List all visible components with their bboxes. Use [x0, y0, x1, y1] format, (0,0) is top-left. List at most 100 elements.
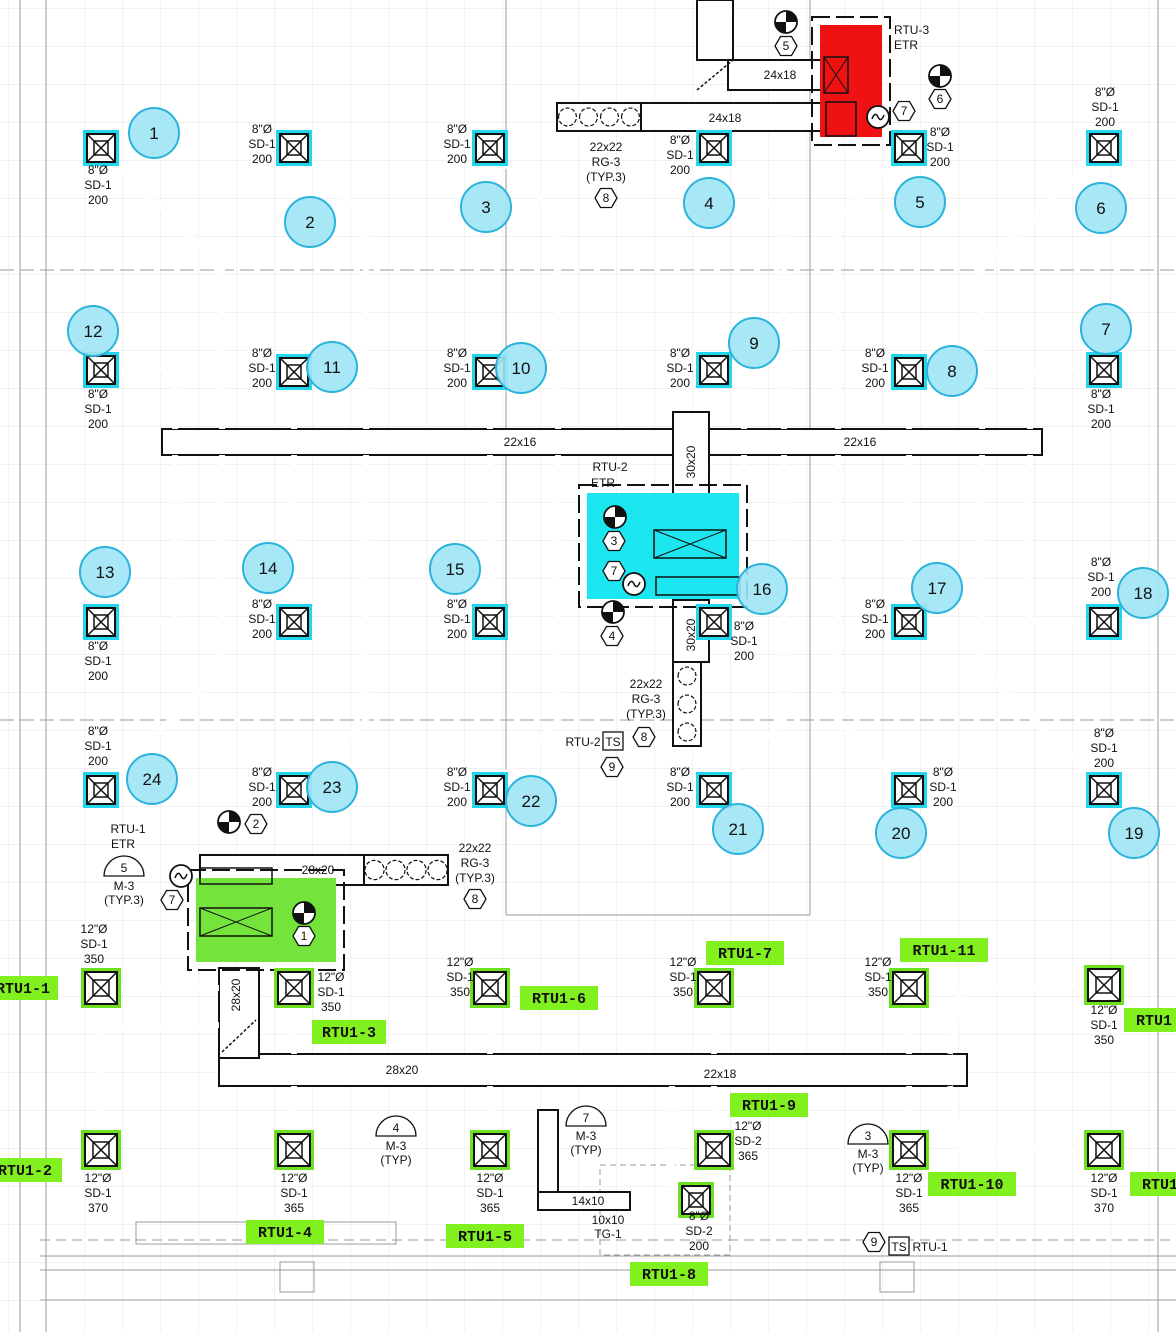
sd12-tag-3-line2: SD-1 [317, 985, 345, 999]
supply-diffuser-10-core [706, 362, 722, 378]
sd12-tag-7-line1: 12"Ø [670, 955, 697, 969]
flex-zone-1-inner [98, 145, 225, 429]
supply-diffuser-13-x [86, 607, 116, 637]
sd-tag-13-line1: 8"Ø [88, 639, 108, 653]
zone-circle-label-14: 14 [259, 559, 278, 578]
hex-tag-grille-1-label: 8 [603, 191, 610, 205]
flex-zone-4-inner [711, 145, 787, 429]
access-target-q2 [604, 517, 615, 528]
hex-tag-10 [600, 756, 624, 778]
zone-circle-label-19: 19 [1125, 824, 1144, 843]
sd-tag-1-line3: 200 [88, 193, 108, 207]
sd-tag-8-line1: 8"Ø [252, 346, 272, 360]
grille-swirl [557, 107, 578, 127]
rtu1-diffuser-sd2-core [688, 1192, 704, 1208]
zone-circle-17 [911, 562, 963, 614]
section-ref-1 [103, 855, 145, 877]
rtu1-diffuser-2-x [84, 1133, 118, 1167]
rtu1-label-12: RTU1 [1136, 1013, 1172, 1030]
supply-diffuser-11-core [901, 364, 917, 380]
access-target-q2 [929, 76, 940, 87]
rtu1-label-bg-13 [1130, 1172, 1176, 1196]
rtu1-diffuser-5-core [481, 1141, 499, 1159]
hex-tag-1-label: 5 [783, 39, 790, 53]
sd-tag-6-line2: SD-1 [1091, 100, 1119, 114]
flex-zone-20-inner [835, 455, 912, 793]
sd-tag-16-line1: 8"Ø [734, 619, 754, 633]
sd12-tag-6-line1: 12"Ø [447, 955, 474, 969]
rtu1-label-bg-7 [706, 941, 784, 965]
grille-note-3-line1: 22x22 [459, 841, 492, 855]
zone-circle-label-10: 10 [512, 359, 531, 378]
hex-tag-3 [892, 100, 916, 122]
sd-tag-11-line3: 200 [865, 376, 885, 390]
supply-diffuser-13-core [93, 614, 109, 630]
sd-tag-8-line2: SD-1 [248, 361, 276, 375]
section-ref-num-3: 7 [583, 1111, 590, 1125]
rtu1-diffuser-2-core [92, 1141, 110, 1159]
rtu1-diffuser-1-x [84, 971, 118, 1005]
rtu1-diffuser-8-core [705, 1141, 723, 1159]
sd12-tag-1-line1: 12"Ø [81, 922, 108, 936]
supply-diffuser-17-x [894, 607, 924, 637]
access-target-q1 [613, 601, 624, 612]
sd12-tag-5-line3: 365 [480, 1201, 500, 1215]
sd-tag-21-line2: SD-1 [443, 780, 471, 794]
sd12-tag-3-line3: 350 [321, 1000, 341, 1014]
rtu2-sub: ETR [591, 476, 615, 490]
section-ref-note-3: (TYP) [570, 1143, 601, 1157]
zone-circle-23 [306, 761, 358, 813]
hex-tag-1 [774, 35, 798, 57]
grille-swirl [385, 859, 406, 881]
rtu1-label-bg-3 [312, 1020, 386, 1044]
sd-tag-20-line1: 8"Ø [252, 765, 272, 779]
supply-diffuser-7-core [93, 362, 109, 378]
hex-tag-grille-1 [594, 187, 618, 209]
zone-circle-label-2: 2 [305, 213, 314, 232]
rtu1-coil-x [199, 907, 273, 937]
hex-tag-4-label: 3 [611, 534, 618, 548]
grille-swirl [677, 694, 697, 714]
duct-label-rtu2-supply: 30x20 [684, 445, 698, 478]
thermostat-rtu1 [888, 1236, 910, 1256]
sd-tag-3-line3: 200 [447, 152, 467, 166]
hex-tag-2-label: 6 [937, 92, 944, 106]
supply-diffuser-6-core [1096, 140, 1112, 156]
supply-diffuser-15-core [482, 614, 498, 630]
zone-circle-13 [79, 546, 131, 598]
zone-circle-label-24: 24 [143, 770, 162, 789]
rtu1-label-3: RTU1-3 [322, 1025, 376, 1042]
grille-swirl [677, 722, 697, 742]
sd-tag-24-line1: 8"Ø [1094, 726, 1114, 740]
rtu1-label-6: RTU1-6 [532, 991, 586, 1008]
rtu1-label-5: RTU1-5 [458, 1229, 512, 1246]
sd-tag-9-line2: SD-1 [443, 361, 471, 375]
grille-note-1-line2: RG-3 [592, 155, 621, 169]
rtu3-unit-outline [811, 16, 891, 146]
sd12-tag-8-line3: 365 [738, 1149, 758, 1163]
rtu1-label-bg-6 [520, 986, 598, 1010]
rtu1-label-13: RTU1 [1142, 1177, 1176, 1194]
sd12-tag-2-line2: SD-1 [84, 1186, 112, 1200]
zone-circle-4 [683, 177, 735, 229]
section-ref-2 [375, 1115, 417, 1137]
supply-diffuser-16-core [706, 614, 722, 630]
duct-label-rtu3-lower: 24x18 [709, 111, 742, 125]
grille-note-1-line1: 22x22 [590, 140, 623, 154]
sd-tag-6-line3: 200 [1095, 115, 1115, 129]
zone-circle-3 [460, 181, 512, 233]
sd-tag-17-line3: 200 [865, 627, 885, 641]
zone-circle-label-9: 9 [749, 334, 758, 353]
flex-zone-24-inner [98, 455, 225, 793]
sd-tag-15-line1: 8"Ø [447, 597, 467, 611]
sd-tag-3-line1: 8"Ø [447, 122, 467, 136]
sd12-tag-10-line3: 365 [899, 1201, 919, 1215]
rtu1-diffuser-9-core [900, 1141, 918, 1159]
rtu1-label-2: RTU1-2 [0, 1163, 52, 1180]
section-ref-4 [847, 1123, 889, 1145]
hex-tag-11 [862, 1231, 886, 1253]
sd-tag-19-line2: SD-1 [84, 739, 112, 753]
hex-tag-4 [602, 530, 626, 552]
zone-circle-20 [875, 807, 927, 859]
sd-tag-12-line2: SD-1 [1087, 402, 1115, 416]
